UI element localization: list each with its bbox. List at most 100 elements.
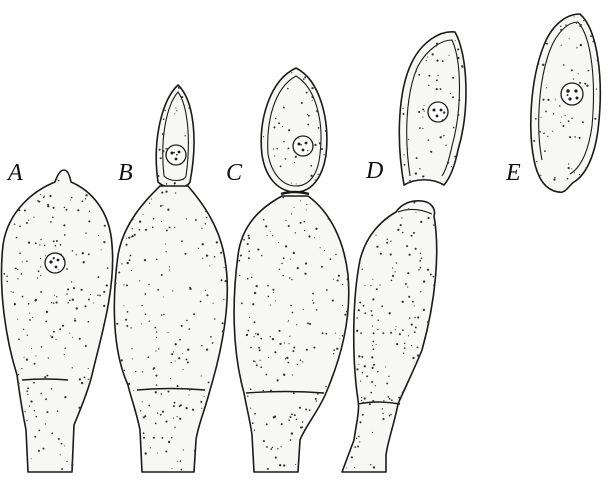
stipple-dot [357,394,358,395]
stipple-dot [252,422,254,424]
stipple-dot [354,446,356,448]
stipple-dot [285,245,287,247]
stipple-dot [115,282,117,284]
stipple-dot [241,302,243,304]
stipple-dot [22,296,24,298]
stipple-dot [224,267,225,268]
stipple-dot [18,383,20,385]
stipple-dot [194,450,196,452]
stipple-dot [308,115,310,117]
stipple-dot [427,321,429,323]
stipple-dot [41,346,43,348]
stipple-dot [165,191,167,193]
stipple-dot [255,361,256,362]
stipple-dot [259,349,261,351]
stipple-dot [139,229,141,231]
stipple-dot [307,150,308,151]
stipple-dot [415,71,416,72]
stipple-dot [132,228,133,229]
stipple-dot [220,252,222,254]
stipple-dot [402,301,404,303]
stipple-dot [53,302,55,304]
stipple-dot [103,291,105,293]
stipple-dot [354,467,355,468]
stipple-dot [296,418,298,420]
stipple-dot [291,72,292,73]
stipple-dot [202,243,204,245]
stipple-dot [309,323,311,325]
stage-a-nucleus [45,253,65,273]
stipple-dot [33,217,34,218]
stipple-dot [359,441,360,442]
stipple-dot [580,44,582,46]
stipple-dot [64,396,66,398]
stipple-dot [326,289,328,291]
stipple-dot [67,288,69,290]
stipple-dot [64,348,65,349]
stipple-dot [153,218,155,220]
stipple-dot [247,395,248,396]
stipple-dot [414,331,416,333]
stipple-dot [318,127,320,129]
stipple-dot [546,43,548,45]
stipple-dot [169,266,170,267]
stipple-dot [447,162,449,164]
stipple-dot [126,284,128,286]
stipple-dot [40,291,42,293]
stipple-dot [411,345,412,346]
stipple-dot [568,163,569,164]
stipple-dot [205,223,207,225]
stipple-dot [404,343,405,344]
stipple-dot [403,113,405,115]
stipple-dot [415,172,417,174]
stipple-dot [452,77,454,79]
stipple-dot [266,374,268,376]
stipple-dot [67,302,69,304]
stipple-dot [565,115,566,116]
stipple-dot [131,236,132,237]
stipple-dot [386,239,388,241]
stipple-dot [263,440,265,442]
stipple-dot [177,461,178,462]
stipple-dot [346,468,347,469]
stipple-dot [419,127,421,129]
stipple-dot [267,235,268,236]
stipple-dot [116,323,118,325]
stipple-dot [46,375,48,377]
stipple-dot [174,427,175,428]
stipple-dot [88,299,90,301]
stipple-dot [433,285,434,286]
stipple-dot [165,148,166,149]
stipple-dot [118,271,120,273]
stipple-dot [79,378,81,380]
stipple-dot [173,152,175,154]
stipple-dot [372,298,374,300]
stipple-dot [418,269,420,271]
stipple-dot [82,252,84,254]
stipple-dot [14,223,16,225]
stipple-dot [372,341,374,343]
stipple-dot [554,177,556,179]
stipple-dot [291,413,293,415]
stipple-dot [356,438,357,439]
stipple-dot [433,276,435,278]
stipple-dot [388,396,390,398]
stipple-dot [50,335,51,336]
stipple-dot [276,148,278,150]
stipple-dot [320,247,321,248]
stipple-dot [188,328,190,330]
stipple-dot [412,301,414,303]
stipple-dot [287,362,289,364]
stipple-dot [169,269,170,270]
stipple-dot [356,317,357,318]
stipple-dot [281,263,283,265]
stipple-dot [574,136,576,138]
stipple-dot [27,394,28,395]
stipple-dot [38,201,40,203]
stipple-dot [125,319,127,321]
stipple-dot [597,59,599,61]
stipple-dot [205,211,206,212]
stipple-dot [145,313,147,315]
stipple-dot [24,209,26,211]
